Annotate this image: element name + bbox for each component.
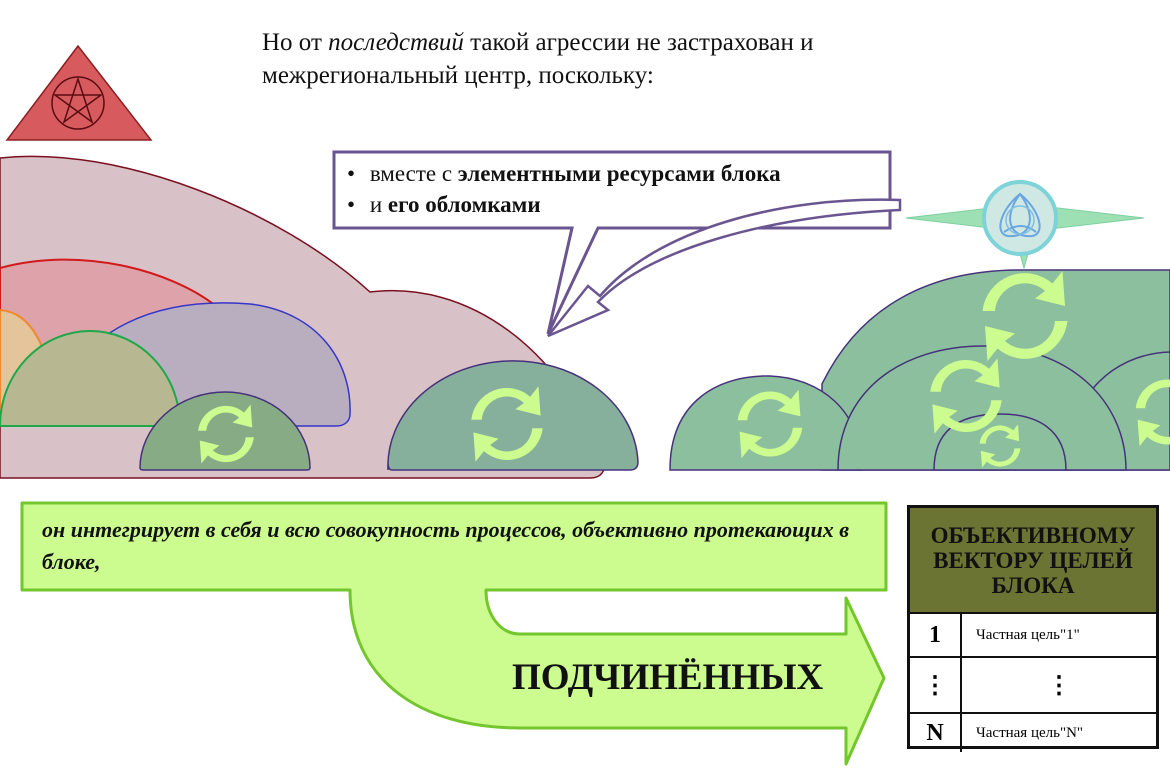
- goal-text: Частная цель"1": [976, 626, 1080, 643]
- goals-table-header: ОБЪЕКТИВНОМУ ВЕКТОРУ ЦЕЛЕЙ БЛОКА: [910, 508, 1156, 614]
- goal-text: ⋮: [1047, 672, 1071, 699]
- callout-item-1-pre: вместе с: [369, 161, 458, 186]
- callout-item-2-pre: и: [369, 192, 388, 217]
- goal-number: 1: [910, 614, 962, 656]
- table-row: ⋮ ⋮: [910, 658, 1156, 714]
- green-arrow-shape[interactable]: [20, 501, 888, 766]
- table-row: N Частная цель"N": [910, 714, 1156, 752]
- goal-text: Частная цель"N": [976, 724, 1084, 741]
- goal-number: N: [910, 714, 962, 752]
- callout-item-1: вместе с элементными ресурсами блока: [347, 158, 781, 189]
- green-arrow-text: он интегрирует в себя и всю совокупность…: [42, 517, 850, 574]
- table-row: 1 Частная цель"1": [910, 614, 1156, 658]
- olive-dome: [0, 330, 182, 427]
- triquetra-compass-icon: [905, 180, 1145, 270]
- goals-table-header-text: ОБЪЕКТИВНОМУ ВЕКТОРУ ЦЕЛЕЙ БЛОКА: [930, 522, 1136, 598]
- goals-table: ОБЪЕКТИВНОМУ ВЕКТОРУ ЦЕЛЕЙ БЛОКА 1 Частн…: [907, 505, 1159, 752]
- goal-number: ⋮: [910, 658, 962, 712]
- pentagram-triangle-icon: [5, 44, 153, 141]
- intro-emphasis: последствий: [328, 29, 464, 56]
- callout-item-1-bold: элементными ресурсами блока: [457, 161, 781, 186]
- callout-item-2: и его обломками: [347, 189, 781, 220]
- callout-list: вместе с элементными ресурсами блока и е…: [347, 158, 781, 220]
- callout-item-2-bold: его обломками: [387, 192, 541, 217]
- process-dome-1: [139, 391, 311, 471]
- intro-text-1: Но от: [262, 29, 329, 56]
- process-dome-2: [387, 360, 639, 471]
- subordinate-label: ПОДЧИНЁННЫХ: [512, 657, 824, 698]
- intro-paragraph: Но от последствий такой агрессии не заст…: [262, 26, 962, 92]
- intro-text-2: такой агрессии не застрахован и межрегио…: [262, 29, 814, 89]
